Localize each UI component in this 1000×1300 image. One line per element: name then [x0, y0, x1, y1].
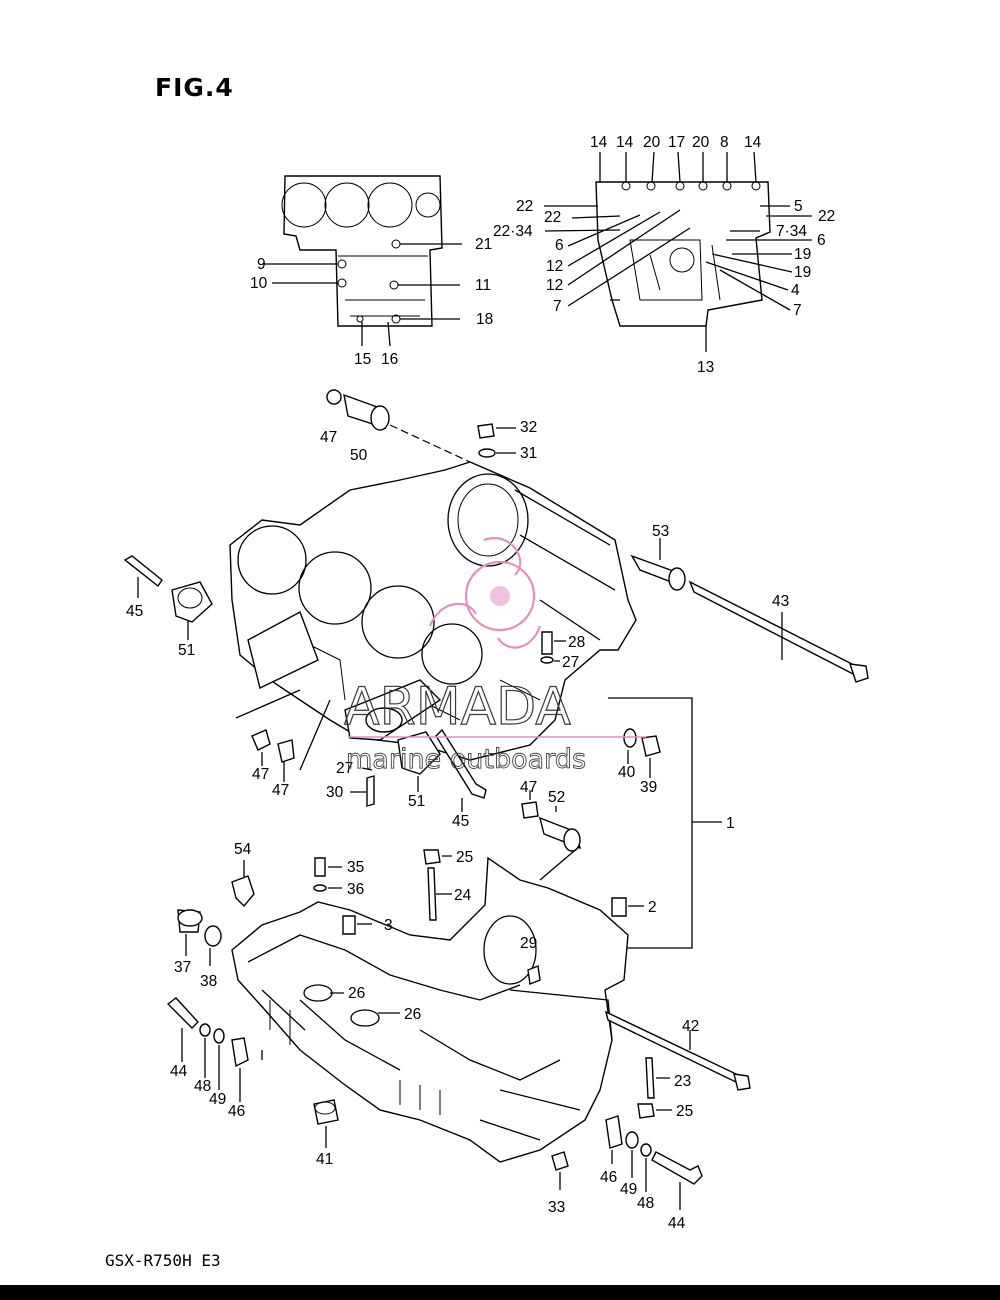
callout-26: 26 — [404, 1006, 421, 1023]
callout-3: 3 — [384, 917, 393, 934]
callout-29: 29 — [520, 935, 537, 952]
callout-14: 14 — [744, 134, 762, 151]
callout-2: 2 — [648, 899, 657, 916]
callout-20: 20 — [643, 134, 661, 151]
callout-51: 51 — [178, 642, 195, 659]
inset-lower-case — [544, 151, 812, 352]
callout-27: 27 — [336, 760, 353, 777]
callout-18: 18 — [476, 311, 493, 328]
callout-22-34: 22·34 — [493, 223, 533, 240]
upper-case-fasteners — [123, 389, 869, 949]
bottom-border — [0, 1285, 1000, 1300]
callout-24: 24 — [454, 887, 472, 904]
callout-14: 14 — [590, 134, 608, 151]
callout-22: 22 — [818, 208, 835, 225]
lower-crankcase — [231, 856, 629, 1163]
callout-7-34: 7·34 — [776, 223, 807, 240]
callout-1: 1 — [726, 815, 735, 832]
callout-25: 25 — [456, 849, 473, 866]
callout-43: 43 — [772, 593, 789, 610]
callout-45: 45 — [126, 603, 143, 620]
callout-23: 23 — [674, 1073, 691, 1090]
callout-47: 47 — [252, 766, 269, 783]
callout-45: 45 — [452, 813, 469, 830]
callout-53: 53 — [652, 523, 669, 540]
callout-5: 5 — [794, 198, 803, 215]
callout-16: 16 — [381, 351, 398, 368]
callout-49: 49 — [620, 1181, 637, 1198]
watermark-logo-icon — [428, 537, 542, 649]
callout-41: 41 — [316, 1151, 333, 1168]
callout-28: 28 — [568, 634, 585, 651]
callout-52: 52 — [548, 789, 565, 806]
upper-crankcase — [229, 461, 637, 761]
callout-13: 13 — [697, 359, 714, 376]
lower-case-fasteners — [166, 849, 751, 1210]
callout-36: 36 — [347, 881, 364, 898]
callout-48: 48 — [637, 1195, 654, 1212]
callout-39: 39 — [640, 779, 657, 796]
callout-4: 4 — [791, 282, 800, 299]
callout-15: 15 — [354, 351, 371, 368]
callout-7: 7 — [553, 298, 562, 315]
callout-9: 9 — [257, 256, 266, 273]
figure-title: FIG.4 — [155, 73, 234, 102]
callout-20: 20 — [692, 134, 710, 151]
callout-54: 54 — [234, 841, 252, 858]
watermark-tagline: marine outboards — [346, 744, 586, 775]
callout-7: 7 — [793, 302, 802, 319]
callout-12: 12 — [546, 277, 563, 294]
callout-6: 6 — [817, 232, 826, 249]
callout-44: 44 — [668, 1215, 686, 1232]
callout-33: 33 — [548, 1199, 565, 1216]
callout-26: 26 — [348, 985, 365, 1002]
callout-50: 50 — [350, 447, 368, 464]
callout-6: 6 — [555, 237, 564, 254]
inset-upper-case — [262, 175, 462, 347]
callout-49: 49 — [209, 1091, 226, 1108]
callout-19: 19 — [794, 264, 811, 281]
callout-38: 38 — [200, 973, 217, 990]
watermark-brand: ARMADA — [344, 677, 571, 737]
callout-42: 42 — [682, 1018, 699, 1035]
callout-47: 47 — [320, 429, 337, 446]
callout-21: 21 — [475, 236, 492, 253]
callout-14: 14 — [616, 134, 634, 151]
callout-30: 30 — [326, 784, 344, 801]
callout-37: 37 — [174, 959, 191, 976]
callout-8: 8 — [720, 134, 729, 151]
callout-11: 11 — [475, 277, 491, 294]
callout-48: 48 — [194, 1078, 211, 1095]
callout-44: 44 — [170, 1063, 188, 1080]
callout-19: 19 — [794, 246, 811, 263]
callout-35: 35 — [347, 859, 364, 876]
callout-46: 46 — [228, 1103, 245, 1120]
callout-10: 10 — [250, 275, 268, 292]
callout-25: 25 — [676, 1103, 693, 1120]
callout-32: 32 — [520, 419, 537, 436]
callout-12: 12 — [546, 258, 563, 275]
model-code: GSX-R750H E3 — [105, 1251, 221, 1270]
callout-47: 47 — [520, 779, 537, 796]
callout-22: 22 — [516, 198, 533, 215]
callout-17: 17 — [668, 134, 685, 151]
callout-31: 31 — [520, 445, 537, 462]
callout-51: 51 — [408, 793, 425, 810]
callout-27: 27 — [562, 654, 579, 671]
callout-22: 22 — [544, 209, 561, 226]
callout-40: 40 — [618, 764, 636, 781]
callout-46: 46 — [600, 1169, 617, 1186]
callout-47: 47 — [272, 782, 289, 799]
